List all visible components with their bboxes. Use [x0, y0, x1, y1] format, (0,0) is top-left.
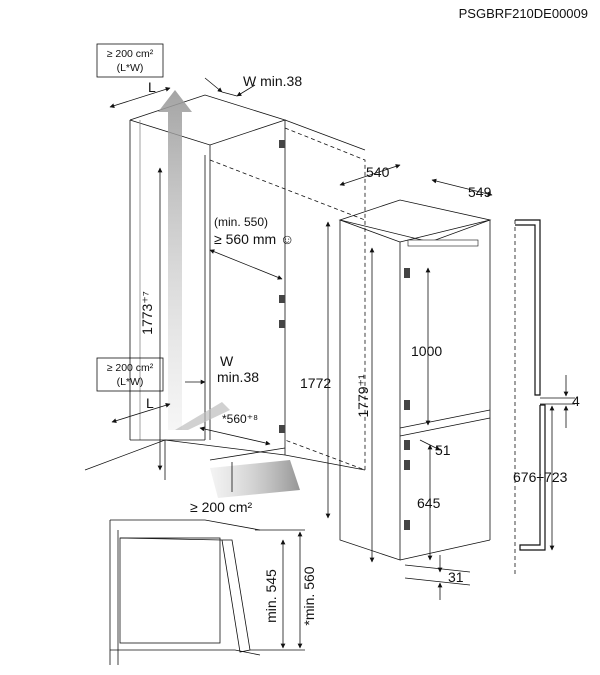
airflow-bottom-arrow [175, 402, 230, 430]
vent-top-label: ≥ 200 cm² [107, 48, 154, 60]
h-1000-label: 1000 [411, 343, 442, 359]
h-4-label: 4 [572, 393, 580, 409]
h-1779-label: 1779⁺¹ [355, 374, 371, 418]
d-549-label: 549 [468, 184, 492, 200]
vent-mid-label: ≥ 200 cm² [107, 362, 154, 374]
fridge-appliance [338, 199, 492, 561]
document-code: PSGBRF210DE00009 [459, 6, 588, 21]
min-550-label: (min. 550) [214, 215, 268, 229]
vent-top-sublabel: (L*W) [117, 62, 144, 74]
d-540-label: 540 [366, 164, 390, 180]
h-51-label: 51 [435, 442, 451, 458]
l-top-label: L [148, 79, 156, 95]
l-mid-label: L [146, 395, 154, 411]
airflow-up-arrow [158, 90, 192, 430]
h-1772-label: 1772 [300, 375, 331, 391]
h-676-723-label: 676÷723 [513, 469, 568, 485]
vent-top-box [96, 43, 164, 78]
h-645-label: 645 [417, 495, 441, 511]
min38-mid-label: min.38 [217, 369, 259, 385]
vent-bottom-label: ≥ 200 cm² [190, 499, 252, 515]
vent-mid-sublabel: (L*W) [117, 376, 144, 388]
min-560-label: *min. 560 [301, 566, 317, 625]
d-560-label: *560⁺⁸ [222, 412, 258, 426]
door-profile [514, 219, 575, 575]
w-min-top-label: W min.38 [243, 73, 302, 89]
ge-560-label: ≥ 560 mm ☺ [214, 231, 294, 247]
min-545-label: min. 545 [263, 569, 279, 623]
h-1773-label: 1773⁺⁷ [139, 291, 155, 335]
h-31-label: 31 [448, 569, 464, 585]
section-detail [109, 519, 305, 665]
vent-mid-box [96, 357, 164, 392]
w-mid-label: W [220, 353, 234, 369]
cabinet-niche [84, 94, 366, 498]
